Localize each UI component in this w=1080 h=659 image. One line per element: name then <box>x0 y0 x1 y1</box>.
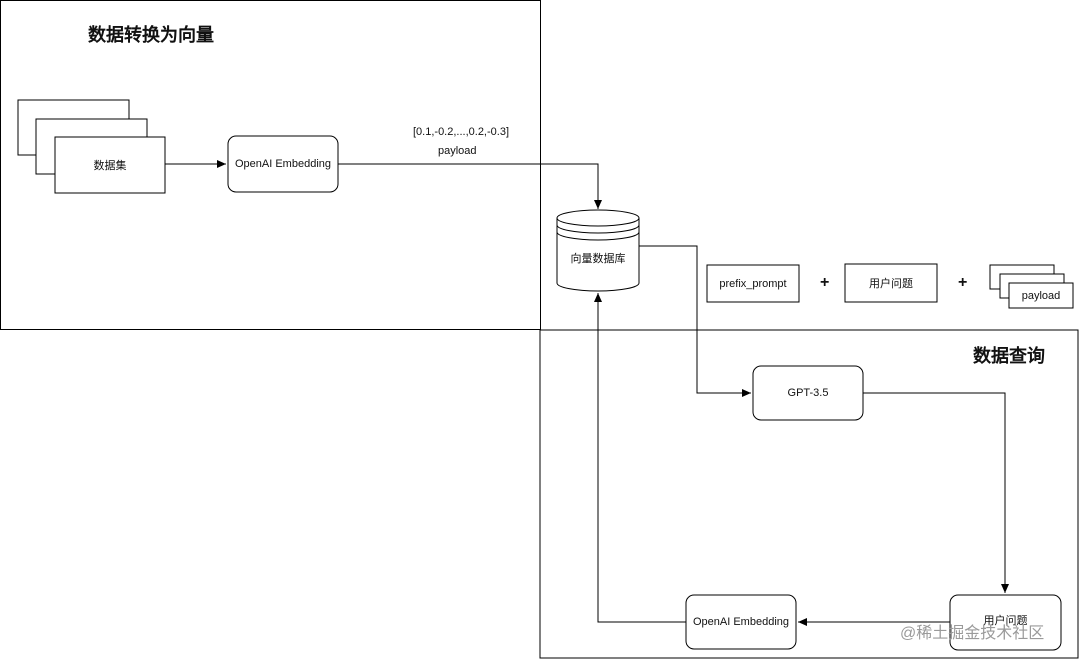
user-question-top-label: 用户问题 <box>869 278 913 290</box>
edge-gpt-to-user-question <box>863 392 1009 593</box>
payload-edge-label: payload <box>438 145 477 157</box>
payload-stack-label: payload <box>1021 289 1061 302</box>
gpt-label: GPT-3.5 <box>787 387 829 399</box>
dataset-label: 数据集 <box>93 160 127 172</box>
ingest-group-title: 数据转换为向量 <box>88 25 214 45</box>
edge-embedding-to-vector-db <box>338 163 602 209</box>
edge-vector-db-to-gpt <box>639 245 751 397</box>
payload-box[interactable] <box>1008 282 1074 309</box>
query-group-frame <box>539 329 1079 659</box>
query-group-title: 数据查询 <box>973 346 1045 366</box>
plus-operator-2: + <box>958 274 968 291</box>
prefix-prompt-box[interactable] <box>706 264 800 303</box>
vector-db-label: 向量数据库 <box>570 253 626 265</box>
edge-embedding-to-vector-db-return <box>594 293 686 623</box>
vector-db-cylinder[interactable] <box>556 209 640 292</box>
vector-sample-label: [0.1,-0.2,...,0.2,-0.3] <box>413 126 509 138</box>
embedding-bottom-label: OpenAI Embedding <box>692 616 789 628</box>
prefix-prompt-label: prefix_prompt <box>719 277 787 290</box>
ingest-group-frame <box>0 0 541 330</box>
user-question-bottom-label: 用户问题 <box>983 615 1028 627</box>
plus-operator-1: + <box>820 274 830 291</box>
dataset-box[interactable] <box>54 136 166 194</box>
embedding-top-label: OpenAI Embedding <box>234 158 331 170</box>
watermark-text: @稀土掘金技术社区 <box>900 625 1045 642</box>
user-question-top-box[interactable] <box>844 263 938 303</box>
